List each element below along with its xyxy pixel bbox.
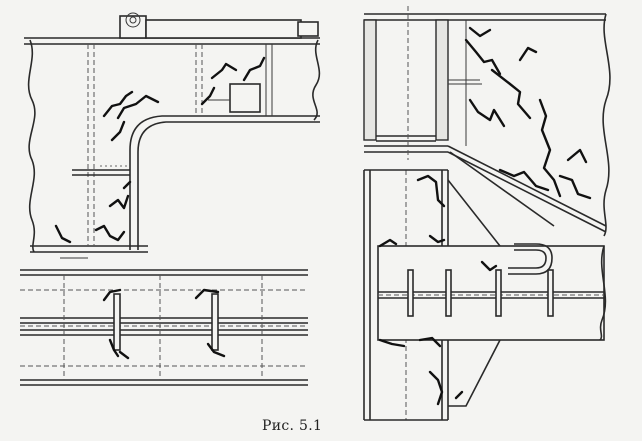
top-right-frame-joint xyxy=(363,6,611,237)
bottom-left-beam-plan xyxy=(20,269,308,386)
figure-caption: Рис. 5.1 xyxy=(262,418,323,434)
bottom-right-column-bracket xyxy=(363,169,607,421)
top-left-corner-joint xyxy=(24,12,321,259)
